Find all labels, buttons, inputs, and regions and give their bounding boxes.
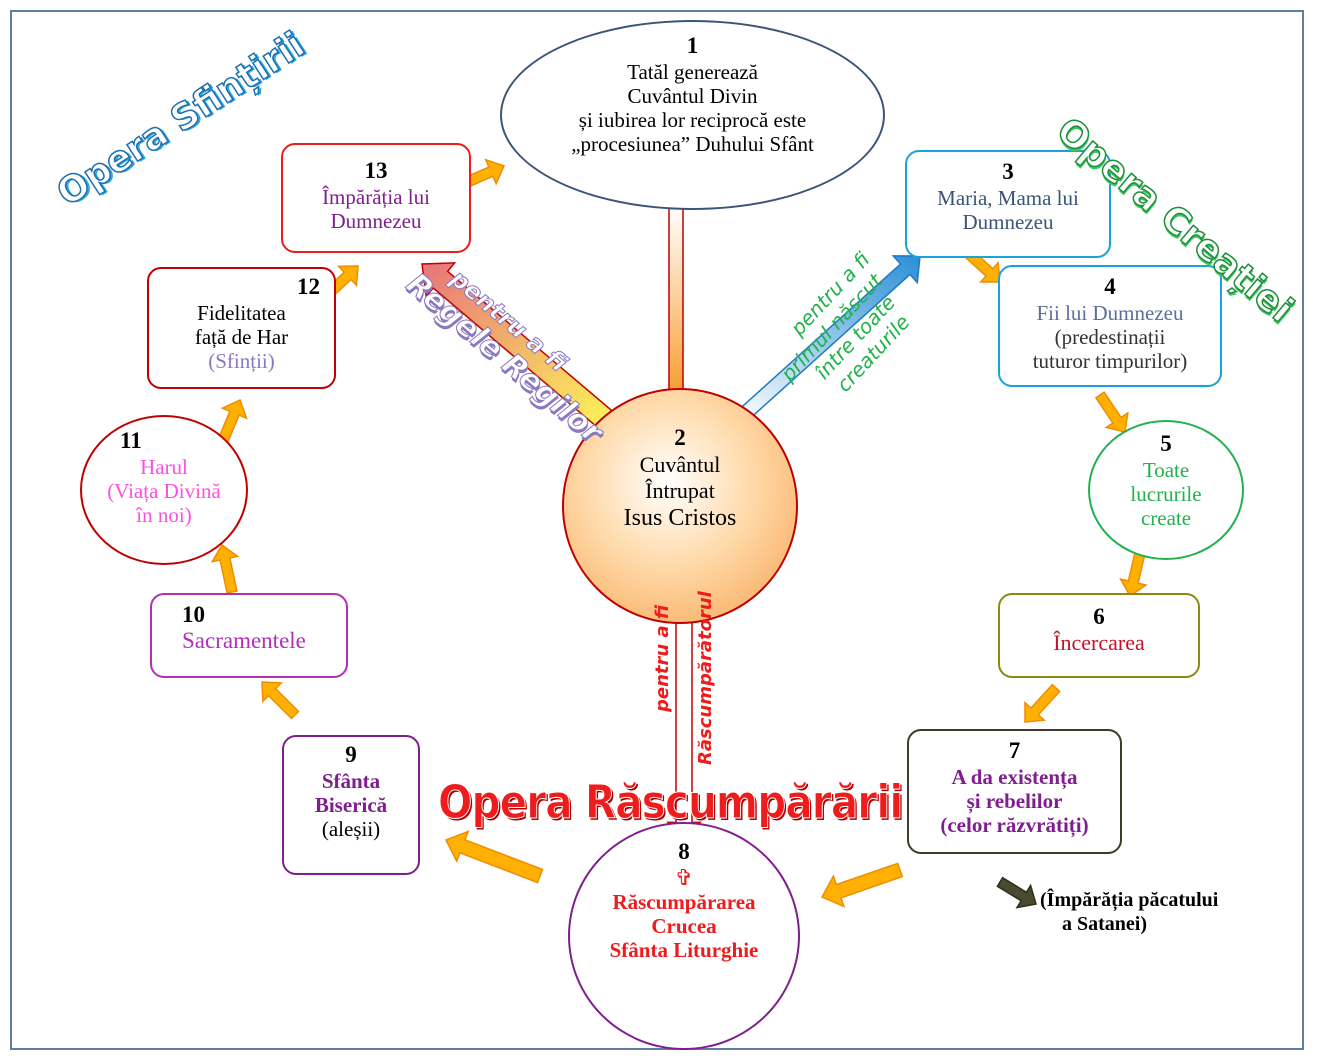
node-line: (Viața Divină	[107, 479, 221, 503]
node-3-mary-mother-of-god: 3 Maria, Mama lui Dumnezeu	[905, 150, 1111, 258]
node-line: și rebelilor	[966, 789, 1063, 813]
node-line: Sfânta Liturghie	[609, 938, 759, 962]
node-number: 6	[1093, 604, 1105, 629]
node-line: tuturor timpurilor)	[1032, 349, 1188, 373]
node-line: Sfânta	[321, 769, 381, 793]
node-line: Harul	[140, 455, 188, 479]
node-line: create	[1140, 506, 1192, 530]
node-line: Întrupat	[645, 478, 715, 503]
node-6-trial: 6 Încercarea	[998, 593, 1200, 678]
title-opera-rascumpararii: Opera Răscumpărării	[438, 775, 904, 830]
node-line: Toate	[1142, 458, 1190, 482]
note-line: a Satanei)	[1062, 913, 1147, 935]
node-5-created-things: 5 Toate lucrurile create	[1088, 420, 1244, 560]
node-line: „procesiunea” Duhului Sfânt	[571, 132, 814, 156]
arrow-1-to-2	[658, 206, 694, 412]
arrow-7-to-8	[820, 862, 904, 908]
node-line: Isus Cristos	[623, 505, 737, 531]
arrow-4-to-5	[1094, 391, 1129, 433]
node-line: (Sfinții)	[208, 349, 275, 373]
node-line: Încercarea	[1053, 630, 1145, 655]
note-line: (Împărăția păcatului	[1040, 889, 1219, 911]
node-line: lucrurile	[1130, 482, 1202, 506]
node-number: 4	[1104, 274, 1116, 299]
node-number: 7	[1008, 738, 1021, 763]
node-7-existence-to-rebels: 7 A da existența și rebelilor (celor răz…	[907, 729, 1122, 854]
node-line: (predestinații	[1054, 325, 1166, 349]
node-number: 5	[1160, 431, 1172, 456]
node-line: Biserică	[314, 793, 388, 817]
arrow-10-to-11	[210, 543, 240, 594]
diagram-frame	[10, 10, 1304, 1050]
node-line: Răscumpărarea	[612, 890, 756, 914]
node-9-holy-church: 9 Sfânta Biserică (aleșii)	[282, 735, 420, 875]
node-number: 13	[364, 158, 388, 183]
node-line: și iubirea lor reciprocă este	[578, 108, 807, 132]
node-line: Maria, Mama lui	[937, 186, 1079, 210]
node-number: 1	[686, 33, 699, 58]
node-line: Împărăția lui	[322, 185, 430, 209]
node-1-father-word-spirit: 1 Tatăl generează Cuvântul Divin și iubi…	[500, 20, 885, 210]
node-number: 9	[345, 742, 357, 767]
cross-icon: ✞	[674, 865, 694, 890]
node-line: Cuvântul	[639, 452, 721, 477]
node-line: Fii lui Dumnezeu	[1036, 301, 1184, 325]
node-line: Crucea	[651, 914, 717, 938]
node-line: Dumnezeu	[962, 210, 1054, 234]
node-13-kingdom-of-god: 13 Împărăția lui Dumnezeu	[281, 143, 471, 253]
node-number: 8	[678, 839, 690, 864]
node-8-redemption: 8 ✞ Răscumpărarea Crucea Sfânta Liturghi…	[568, 822, 800, 1050]
node-10-sacraments: 10 Sacramentele	[150, 593, 348, 678]
node-number: 11	[120, 428, 142, 453]
node-11-grace: 11 Harul (Viața Divină în noi)	[80, 415, 248, 565]
label-redeemer-1: pentru a fi	[652, 604, 673, 712]
node-number: 2	[674, 425, 686, 450]
node-number: 12	[297, 274, 320, 299]
kingdom-of-sin-note: (Împărăția păcatului a Satanei)	[1040, 888, 1300, 936]
node-2-incarnate-word: 2 Cuvântul Întrupat Isus Cristos	[562, 388, 798, 624]
node-12-fidelity-to-grace: 12 Fidelitatea față de Har (Sfinții)	[147, 267, 336, 389]
node-line: Tatăl generează	[627, 60, 758, 84]
arrow-9-to-10	[261, 681, 300, 720]
node-line: în noi)	[136, 503, 192, 527]
arrow-5-to-6	[1119, 551, 1148, 598]
node-line: (aleșii)	[321, 817, 381, 841]
node-number: 10	[182, 602, 205, 627]
arrow-7-to-kingdom-of-sin	[996, 876, 1037, 909]
arrow-6-to-7	[1024, 683, 1061, 723]
node-line: față de Har	[194, 325, 289, 349]
node-line: Dumnezeu	[330, 209, 422, 233]
node-line: (celor răzvrătiți)	[940, 813, 1089, 837]
arrow-2-to-3	[734, 255, 921, 425]
arrow-2-to-13	[421, 262, 629, 442]
node-number: 3	[1002, 159, 1014, 184]
node-line: Sacramentele	[182, 628, 306, 653]
arrow-8-to-9	[444, 830, 544, 884]
node-line: Fidelitatea	[197, 301, 286, 325]
node-line: Cuvântul Divin	[627, 84, 758, 108]
node-line: A da existența	[951, 765, 1078, 789]
node-4-sons-of-god: 4 Fii lui Dumnezeu (predestinații tuturo…	[998, 265, 1222, 387]
label-redeemer-2: Răscumpărătorul	[695, 591, 716, 765]
